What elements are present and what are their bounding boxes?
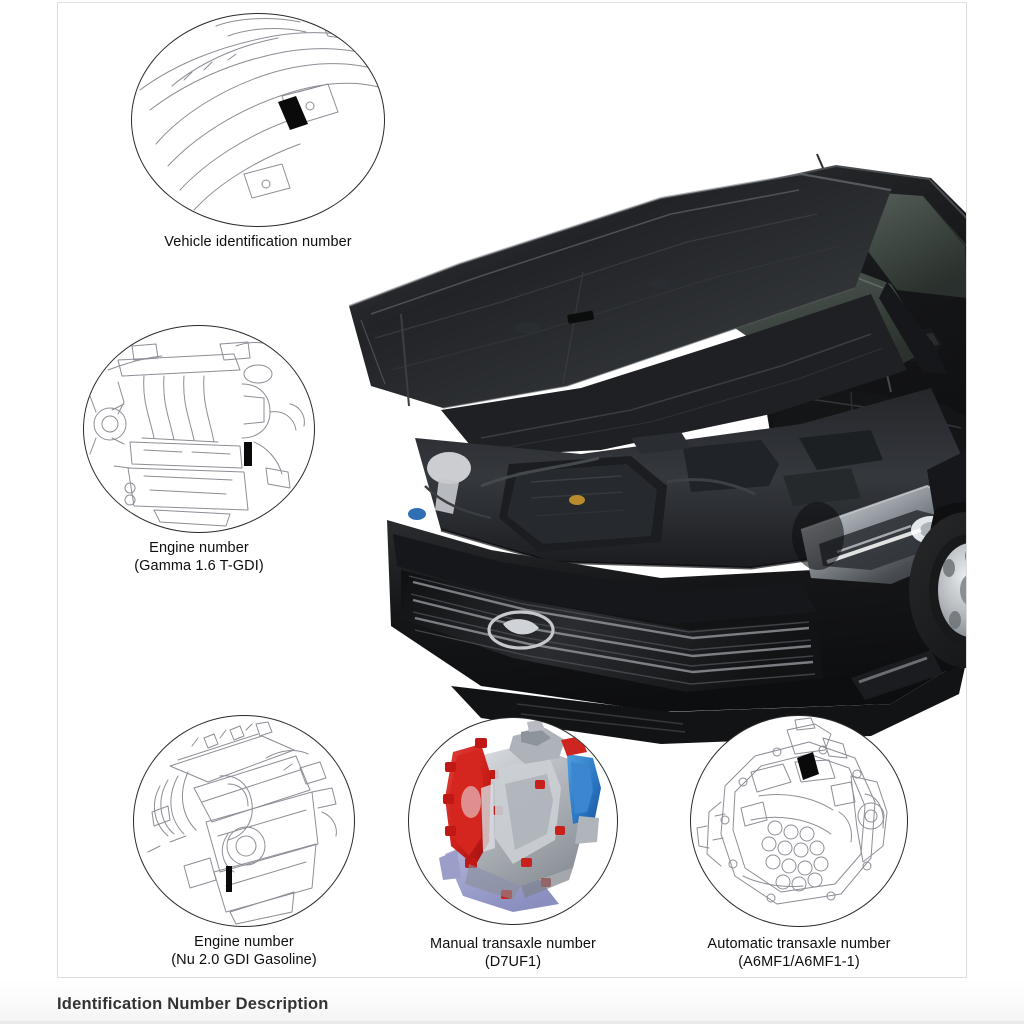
automatic-transaxle-line-drawing [696,717,888,905]
callout-manual-transaxle-title: Manual transaxle number [430,936,596,952]
vin-illustration-circle [131,13,385,227]
manual-transaxle-illustration-circle [408,717,618,925]
callout-automatic-transaxle-subtitle: (A6MF1/A6MF1-1) [738,954,860,970]
vin-line-drawing [139,18,384,211]
nu-engine-line-drawing [147,721,337,925]
callout-engine-nu-caption: Engine number (Nu 2.0 GDI Gasoline) [99,933,389,969]
callout-manual-transaxle-subtitle: (D7UF1) [484,954,542,970]
footer-divider [0,1021,1024,1024]
nu-illustration-circle [133,715,355,927]
manual-transaxle-color-render [439,720,601,912]
vin-plate-marker [278,96,308,130]
gamma-illustration-circle [83,325,315,533]
callout-automatic-transaxle-title: Automatic transaxle number [707,936,891,952]
diagram-panel: Vehicle identification number [57,2,967,978]
callout-engine-gamma-subtitle: (Gamma 1.6 T-GDI) [134,558,264,574]
transaxle-number-marker [797,752,819,780]
gamma-engine-line-drawing [89,341,305,527]
callout-automatic-transaxle-caption: Automatic transaxle number (A6MF1/A6MF1-… [658,935,940,971]
callout-engine-nu-title: Engine number [194,934,294,950]
footer-band [0,979,1024,1024]
automatic-transaxle-illustration-circle [690,715,908,927]
callout-engine-gamma-caption: Engine number (Gamma 1.6 T-GDI) [59,539,339,575]
footer-heading: Identification Number Description [57,995,329,1013]
vehicle-photo [348,153,966,744]
callout-engine-nu-subtitle: (Nu 2.0 GDI Gasoline) [171,952,317,968]
callout-vin-title: Vehicle identification number [164,234,352,250]
engine-number-marker [244,442,252,466]
callout-engine-gamma-title: Engine number [149,540,249,556]
callout-manual-transaxle-caption: Manual transaxle number (D7UF1) [370,935,656,971]
callout-vin-caption: Vehicle identification number [111,233,405,251]
engine-number-marker [226,866,232,892]
